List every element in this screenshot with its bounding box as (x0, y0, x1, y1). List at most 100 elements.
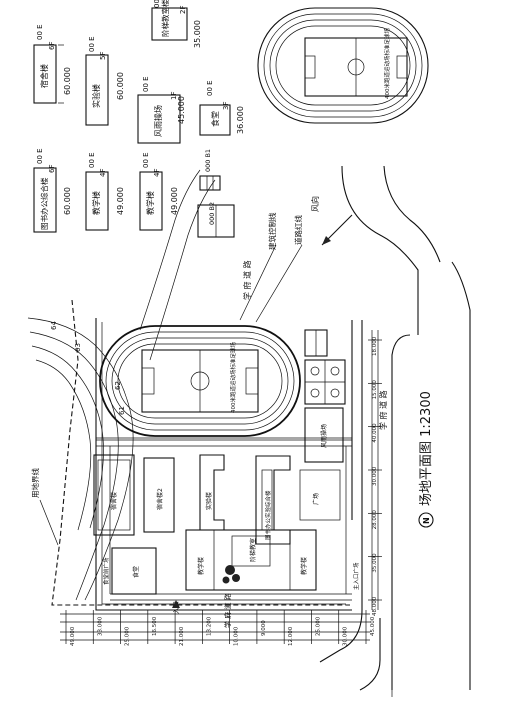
legend-hall-area: 45.000 (177, 96, 186, 124)
site-canteen-label: 食堂 (132, 566, 140, 578)
site-teach-a-label: 教学楼 (197, 557, 205, 575)
legend-teach-b-name: 教学楼 (145, 191, 155, 215)
site-square-label: 广场 (312, 493, 320, 505)
site-track: 400米跑道运动场标准足球场 (99, 325, 301, 437)
legend-dorm-tag: 6F (48, 42, 56, 50)
legend-library-name: 图书办公综合楼 (39, 177, 49, 230)
legend-teach-b: 教学楼 49.000 4F 00 E (139, 152, 179, 231)
site-dorm-label: 宿舍楼 (110, 492, 118, 510)
legend-teach-a-name: 教学楼 (91, 191, 101, 215)
legend-library-code: 00 E (36, 148, 44, 164)
wind-indicator: 风向 (310, 196, 353, 246)
legend-library-area: 60.000 (63, 187, 72, 215)
legend-hall-tag: 1F (170, 92, 178, 100)
legend-court-code: 000 B2 (208, 202, 216, 225)
dim-label: 25.000 (125, 626, 131, 646)
legend-small-code: 000 B1 (204, 149, 212, 172)
legend-small-items: 000 B1 000 B2 (197, 149, 235, 238)
north-symbol (418, 512, 434, 528)
legend-stair-code: 00 E (153, 0, 161, 8)
site-dorm2: 宿舍楼2 (143, 457, 175, 533)
site-plan: 学 府 道 路 学 府 道 路 风向 建筑控制线 道路红线 用地界线 (27, 165, 471, 697)
site-lab-label: 实验楼 (205, 492, 213, 510)
legend-lab: 实验楼 60.000 5F 00 E (85, 36, 125, 126)
dim-label-east: 18.000 (372, 336, 378, 356)
road-north-label: 学 府 道 路 (242, 260, 252, 300)
dim-label: 10.000 (234, 626, 240, 646)
legend-canteen-tag: 3F (222, 102, 230, 110)
site-teach-b-label: 教学楼 (300, 557, 308, 575)
legend-dorm-name: 宿舍楼 (39, 64, 49, 88)
site-dorm: 宿舍楼 (93, 454, 135, 536)
dimension-strip-bottom: 49.000 33.000 25.000 16.500 21.000 13.200 10.0… (60, 610, 376, 646)
site-library: 图书办公实验综合楼 (255, 455, 291, 545)
contour-64: 64 (50, 321, 58, 330)
dim-label: 21.000 (179, 626, 185, 646)
top-track: 400米跑道运动场标准足球场 (257, 7, 429, 124)
site-main-gate: 主入口广场 入口 学 府 道 路 (172, 562, 360, 628)
legend-dorm-code: 00 E (36, 24, 44, 40)
top-track-label: 400米跑道运动场标准足球场 (383, 28, 391, 99)
legend-stair: 阶梯教室楼 35.000 2F 00 E (151, 0, 202, 48)
site-main-gate-label: 主入口广场 (352, 562, 360, 590)
legend-lab-tag: 5F (99, 52, 107, 60)
site-canteen: 食堂 食堂前广场 (102, 547, 157, 595)
north-symbol-letter: N (422, 517, 431, 524)
dim-label: 13.200 (206, 616, 212, 636)
legend-library-tag: 6F (48, 165, 56, 173)
dim-label-east: 15.000 (372, 380, 378, 400)
dim-label-east: 35.000 (372, 553, 378, 573)
site-hall: 风雨操场 (304, 407, 344, 463)
contour-63: 63 (74, 343, 82, 352)
site-teaching: 教学楼 教学楼 阶梯教室 (185, 529, 317, 591)
site-hall-label: 风雨操场 (320, 424, 328, 448)
title-text: 场地平面图 1:2300 (419, 391, 434, 506)
legend-canteen: 食堂 36.000 3F 00 E (199, 80, 245, 136)
drawing-title: N 场地平面图 1:2300 (418, 391, 434, 528)
legend-lab-name: 实验楼 (91, 84, 101, 108)
site-track-label: 400米跑道运动场标准足球场 (229, 342, 237, 413)
legend-canteen-name: 食堂 (210, 111, 220, 127)
legend-teach-b-area: 49.000 (170, 187, 179, 215)
dim-label: 49.000 (70, 626, 76, 646)
callout-road-red-line: 道路红线 (293, 215, 303, 245)
legend-dorm-area: 60.000 (63, 67, 72, 95)
dim-label: 16.500 (152, 616, 158, 636)
legend-buildings: 宿舍楼 60.000 6F 00 E 实验楼 60.000 5F 00 E 阶梯… (33, 0, 245, 238)
legend-stair-name: 阶梯教室楼 (160, 0, 170, 37)
dim-label-east: 40.000 (372, 423, 378, 443)
contour-61: 61 (118, 406, 126, 415)
dim-label: 45.000 (370, 616, 376, 636)
legend-hall-code: 00 E (142, 76, 150, 92)
road-curve-north (341, 165, 419, 335)
site-library-label: 图书办公实验综合楼 (264, 490, 272, 540)
legend-canteen-code: 00 E (206, 80, 214, 96)
legend-lab-area: 60.000 (116, 72, 125, 100)
site-lab: 实验楼 (199, 454, 225, 531)
legend-lab-code: 00 E (88, 36, 96, 52)
legend-hall-name: 风雨操场 (153, 105, 163, 137)
dim-label: 12.000 (288, 626, 294, 646)
legend-library: 图书办公综合楼 60.000 6F 00 E (33, 148, 72, 233)
dim-label: 33.000 (97, 616, 103, 636)
dim-label-east: 48.000 (372, 596, 378, 616)
site-road-side-label: 学 府 道 路 (223, 593, 232, 628)
dim-label-east: 28.000 (372, 510, 378, 530)
site-square: 广场 (299, 469, 341, 521)
legend-canteen-area: 36.000 (236, 106, 245, 134)
callouts: 建筑控制线 道路红线 用地界线 (30, 212, 303, 546)
site-dorm2-label: 宿舍楼2 (156, 488, 164, 510)
legend-hall: 风雨操场 45.000 1F 00 E (137, 76, 186, 144)
site-boundary (51, 299, 350, 606)
dimension-strip-east: 18.000 15.000 40.000 30.000 28.000 35.000 48.0… (368, 330, 382, 616)
legend-teach-a-code: 00 E (88, 152, 96, 168)
legend-dorm: 宿舍楼 60.000 6F 00 E (33, 24, 72, 104)
dim-label: 9.000 (261, 620, 267, 636)
callout-building-line: 建筑控制线 (267, 212, 277, 250)
legend-stair-area: 35.000 (193, 20, 202, 48)
callout-site-boundary: 用地界线 (30, 468, 40, 498)
legend-stair-tag: 2F (179, 6, 187, 14)
dim-label-east: 30.000 (372, 466, 378, 486)
